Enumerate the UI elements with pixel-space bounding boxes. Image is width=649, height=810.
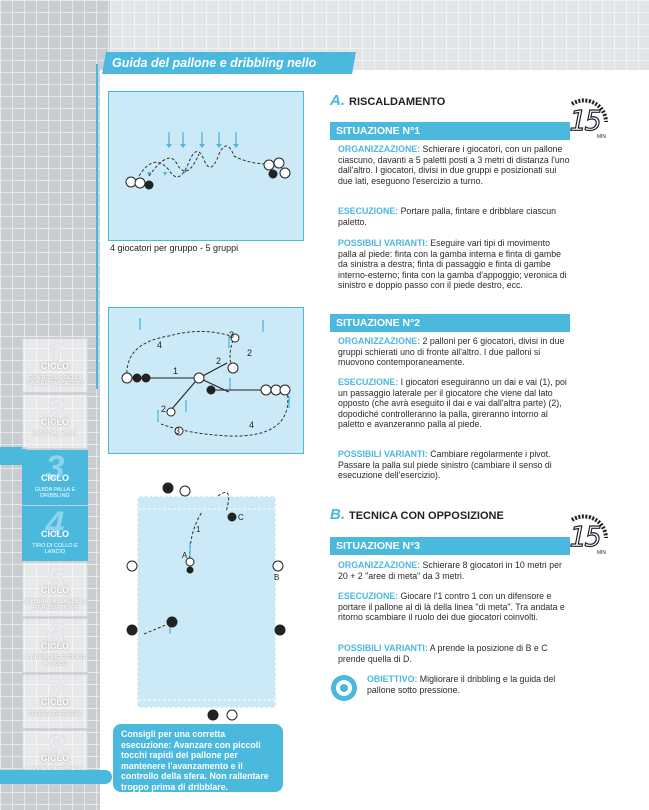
diagram-1-caption: 4 giocatori per gruppo - 5 gruppi: [110, 243, 239, 253]
footer-bar: [0, 770, 112, 784]
execution-tip-box: Consigli per una corretta esecuzione: Av…: [113, 724, 283, 792]
situazione-1-header: SITUAZIONE N°1: [330, 122, 570, 140]
situazione-3-organizzazione: ORGANIZZAZIONE: Schierare 8 giocatori in…: [338, 560, 562, 581]
diagram-2-label: 3: [175, 426, 180, 436]
situazione-1-varianti: POSSIBILI VARIANTI: Eseguire vari tipi d…: [338, 238, 567, 291]
diagram-situazione-2: 1 2 2 2 3 3 4 4: [108, 307, 304, 454]
situazione-1-esecuzione: ESECUZIONE: Portare palla, fintare e dri…: [338, 206, 557, 227]
target-icon: [331, 675, 357, 701]
diagram-2-label: 4: [249, 420, 254, 430]
diagram-2-label: 1: [173, 366, 178, 376]
situazione-2-header: SITUAZIONE N°2: [330, 314, 570, 332]
diagram-2-label: 2: [161, 404, 166, 414]
diagram-3-label: A: [182, 551, 188, 560]
situazione-3-varianti: POSSIBILI VARIANTI: A prende la posizion…: [338, 643, 548, 664]
situazione-2-varianti: POSSIBILI VARIANTI: Cambiare regolarment…: [338, 449, 552, 481]
diagram-2-label: 3: [229, 330, 234, 340]
diagram-2-label: 2: [216, 356, 221, 366]
situazione-2-esecuzione: ESECUZIONE: I giocatori eseguiranno un d…: [338, 377, 567, 430]
active-cycle-tab: [0, 447, 26, 465]
title-connector-line: [96, 64, 98, 389]
situazione-3-esecuzione: ESECUZIONE: Giocare l'1 contro 1 con un …: [338, 591, 565, 623]
diagram-3-label: 1: [196, 525, 201, 534]
diagram-situazione-3: [137, 496, 276, 708]
situazione-3-header: SITUAZIONE N°3: [330, 537, 570, 555]
diagram-2-label: 4: [157, 340, 162, 350]
situazione-3-obiettivo: OBIETTIVO: Migliorare il dribbling e la …: [367, 674, 556, 695]
diagram-2-label: 2: [247, 348, 252, 358]
section-b-title: B.TECNICA CON OPPOSIZIONE: [330, 506, 504, 523]
diagram-3-overlay: C A B 1: [126, 482, 286, 721]
diagram-3-label: B: [274, 573, 279, 582]
situazione-1-organizzazione: ORGANIZZAZIONE: Schierare i giocatori, c…: [338, 144, 570, 186]
diagram-3-label: C: [238, 513, 244, 522]
situazione-2-organizzazione: ORGANIZZAZIONE: 2 palloni per 6 giocator…: [338, 336, 565, 368]
diagram-situazione-1: [108, 91, 304, 241]
section-a-title: A.RISCALDAMENTO: [330, 92, 446, 109]
page-title: Guida del pallone e dribbling nello spaz…: [102, 52, 356, 92]
